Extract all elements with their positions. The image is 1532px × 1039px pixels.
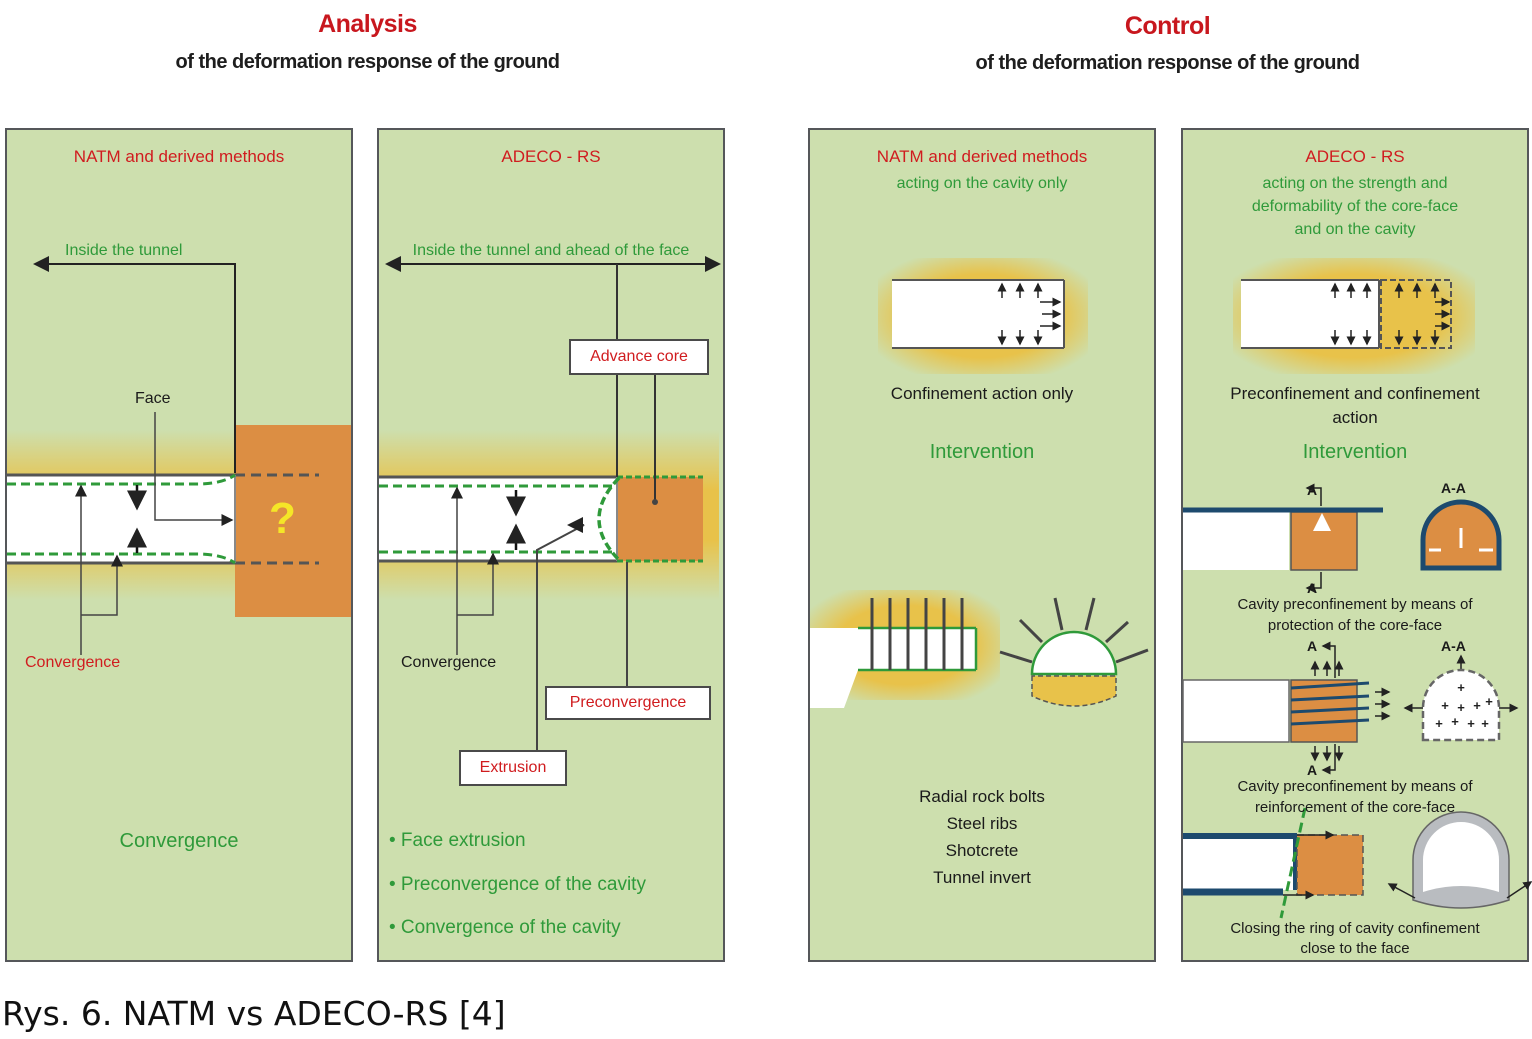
unknown-mark: ? xyxy=(269,494,296,543)
result-item: • Convergence of the cavity xyxy=(389,917,621,938)
method-ring-closing-label: close to the face xyxy=(1300,940,1410,957)
svg-text:+: + xyxy=(1467,716,1475,731)
advance-core-label: Advance core xyxy=(569,339,709,375)
panel-analysis-adeco: ADECO - RS Inside the tunnel and ahead o… xyxy=(377,128,725,962)
section-mark: A xyxy=(1307,638,1318,654)
result-label: Convergence xyxy=(119,830,239,852)
method-protection-label: Cavity preconfinement by means of xyxy=(1237,596,1473,613)
convergence-label: Convergence xyxy=(401,654,497,671)
result-item: • Face extrusion xyxy=(389,830,526,851)
svg-text:+: + xyxy=(1451,714,1459,729)
action-label: action xyxy=(1332,408,1378,427)
deformed-profile-top xyxy=(7,473,236,486)
panel-control-adeco: +++++ ++++ ADECO - RS acting on the stre… xyxy=(1181,128,1532,962)
scope-label: Inside the tunnel xyxy=(65,242,183,259)
svg-text:+: + xyxy=(1457,680,1465,695)
figure-caption: Rys. 6. NATM vs ADECO-RS [4] xyxy=(2,994,506,1033)
section-mark: A xyxy=(1307,762,1318,778)
method-protection-label: protection of the core-face xyxy=(1267,617,1443,634)
scope-label: Inside the tunnel and ahead of the face xyxy=(412,242,690,259)
reinforced-cross-section xyxy=(1421,668,1501,742)
panel-subtitle: and on the cavity xyxy=(1294,221,1416,238)
deformed-profile-bottom xyxy=(7,552,236,565)
section-label: A-A xyxy=(1441,638,1466,654)
panel-title: ADECO - RS xyxy=(1305,147,1405,166)
method-reinforcement-label: reinforcement of the core-face xyxy=(1254,799,1456,816)
cavity-sketch xyxy=(1241,280,1379,348)
panel-title: NATM and derived methods xyxy=(876,147,1088,166)
svg-text:+: + xyxy=(1485,694,1493,709)
radial-bolts xyxy=(999,597,1149,664)
action-label: Preconfinement and confinement xyxy=(1230,384,1480,403)
measure-item: Radial rock bolts xyxy=(919,787,1045,806)
panel-analysis-natm: NATM and derived methods Inside the tunn… xyxy=(5,128,353,962)
adeco-control-diagram: +++++ ++++ xyxy=(1182,258,1532,919)
natm-control-diagram xyxy=(810,258,1149,708)
svg-text:+: + xyxy=(1481,716,1489,731)
control-title: Control xyxy=(1124,12,1211,40)
tunnel-cross-section xyxy=(1030,630,1118,676)
extrusion-label: Extrusion xyxy=(459,750,567,786)
analysis-subtitle: of the deformation response of the groun… xyxy=(175,51,560,73)
measure-item: Steel ribs xyxy=(946,814,1018,833)
panel-control-natm: NATM and derived methods acting on the c… xyxy=(808,128,1156,962)
svg-text:+: + xyxy=(1435,716,1443,731)
advance-core-block xyxy=(617,477,703,561)
panel-subtitle: acting on the strength and xyxy=(1262,175,1448,192)
svg-text:+: + xyxy=(1457,700,1465,715)
analysis-title: Analysis xyxy=(318,10,417,38)
tunnel-cavity xyxy=(379,477,617,561)
preconvergence-label: Preconvergence xyxy=(545,686,711,720)
control-subtitle: of the deformation response of the groun… xyxy=(975,52,1360,74)
rock-bolts xyxy=(870,598,964,670)
face-label: Face xyxy=(135,390,171,407)
section-mark: A xyxy=(1307,580,1318,596)
action-label: Confinement action only xyxy=(890,384,1074,403)
face-leader xyxy=(154,412,234,526)
invert-limit-line xyxy=(1279,807,1307,919)
panel-title: ADECO - RS xyxy=(501,147,601,166)
protected-core xyxy=(1290,511,1358,571)
intervention-label: Intervention xyxy=(1302,441,1408,463)
scope-arrow xyxy=(33,256,236,473)
method-reinforcement-label: Cavity preconfinement by means of xyxy=(1237,778,1473,795)
svg-text:+: + xyxy=(1441,698,1449,713)
svg-text:+: + xyxy=(1473,698,1481,713)
fiberglass-elements xyxy=(1290,681,1370,726)
section-mark: A xyxy=(1307,482,1318,498)
panel-title: NATM and derived methods xyxy=(73,147,285,166)
unknown-core-block xyxy=(235,425,351,617)
method-ring-closing-label: Closing the ring of cavity confinement xyxy=(1230,920,1480,937)
tunnel-section-longitudinal xyxy=(810,628,976,708)
result-item: • Preconvergence of the cavity xyxy=(389,874,646,895)
adeco-analysis-diagram xyxy=(379,256,721,750)
tunnel-cavity xyxy=(7,475,235,563)
measure-item: Tunnel invert xyxy=(933,868,1031,887)
panel-subtitle: acting on the cavity only xyxy=(896,175,1068,192)
extrusion-leader xyxy=(536,517,585,750)
measure-item: Shotcrete xyxy=(945,841,1019,860)
natm-analysis-diagram xyxy=(7,256,351,655)
panel-subtitle: deformability of the core-face xyxy=(1251,198,1459,215)
section-label: A-A xyxy=(1441,480,1466,496)
intervention-label: Intervention xyxy=(929,441,1035,463)
convergence-label: Convergence xyxy=(25,654,121,671)
core-block xyxy=(1296,834,1364,896)
